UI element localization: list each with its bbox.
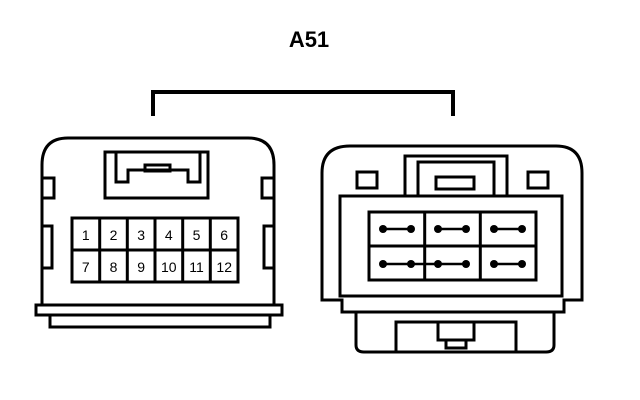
pin-label: 2 [110,227,118,243]
pin-label: 5 [193,227,201,243]
pin-label: 1 [82,227,90,243]
terminal-dot [490,260,498,268]
pin-label: 8 [110,259,118,275]
terminal-dot [379,225,387,233]
terminal-grid [367,210,538,282]
left-connector: 1 2 3 4 5 6 7 8 9 10 11 12 [34,136,284,329]
terminal-dot [407,260,415,268]
pin-grid [70,216,240,284]
terminal-dot [434,225,442,233]
left-side-notch [40,176,56,200]
pin-label: 6 [220,227,228,243]
pin-labels: 1 2 3 4 5 6 7 8 9 10 11 12 [82,227,232,275]
pin-label: 12 [216,259,232,275]
pin-label: 9 [137,259,145,275]
pin-label: 10 [161,259,177,275]
right-connector [320,144,584,354]
pin-label: 11 [189,259,204,275]
connector-bracket [151,90,455,116]
pin-label: 3 [137,227,145,243]
terminal-dot [462,225,470,233]
terminal-dot [518,260,526,268]
terminal-dot [490,225,498,233]
right-bottom-lock [354,312,556,354]
pin-label: 4 [165,227,173,243]
terminal-dot [407,225,415,233]
left-lock-housing [103,150,210,200]
left-connector-body [40,136,276,307]
terminal-dot [434,260,442,268]
terminal-dot [462,260,470,268]
right-connector-body [320,144,584,314]
connector-id-label: A51 [289,27,329,52]
terminal-dot [379,260,387,268]
pin-label: 7 [82,259,90,275]
terminal-dot [518,225,526,233]
jumper-connections [379,225,526,268]
